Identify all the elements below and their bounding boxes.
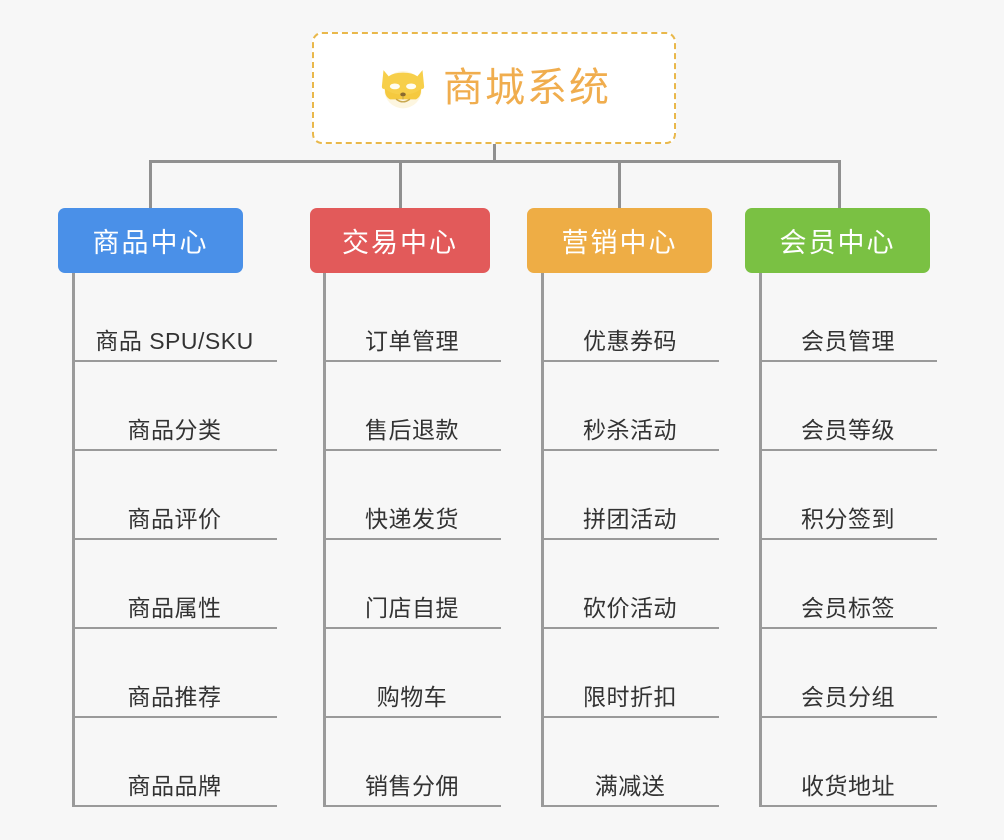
category-box-3[interactable]: 营销中心 [527, 208, 712, 273]
leaf-item-label: 商品属性 [127, 594, 222, 621]
leaf-item[interactable]: 快递发货 [323, 451, 501, 540]
root-title: 商城系统 [443, 66, 611, 110]
leaf-item[interactable]: 积分签到 [759, 451, 937, 540]
leaf-item-label: 收货地址 [801, 772, 895, 799]
category-label: 会员中心 [779, 228, 896, 258]
connector-horizontal-bus [149, 160, 841, 163]
leaf-item[interactable]: 购物车 [323, 629, 501, 718]
leaf-item-label: 积分签到 [801, 505, 895, 532]
leaf-item-label: 订单管理 [365, 327, 459, 354]
leaf-column-4: 会员管理会员等级积分签到会员标签会员分组收货地址 [759, 273, 937, 807]
root-node[interactable]: 商城系统 [312, 32, 676, 144]
leaf-item[interactable]: 售后退款 [323, 362, 501, 451]
leaf-item-label: 购物车 [376, 683, 448, 710]
category-box-4[interactable]: 会员中心 [745, 208, 930, 273]
category-box-2[interactable]: 交易中心 [310, 208, 490, 273]
leaf-item[interactable]: 会员管理 [759, 273, 937, 362]
leaf-item-label: 商品分类 [127, 416, 222, 443]
leaf-item-label: 商品评价 [127, 505, 222, 532]
leaf-item-label: 商品推荐 [127, 683, 222, 710]
leaf-item-label: 商品品牌 [127, 772, 222, 799]
leaf-item[interactable]: 商品评价 [72, 451, 277, 540]
leaf-column-3: 优惠券码秒杀活动拼团活动砍价活动限时折扣满减送 [541, 273, 719, 807]
leaf-item-label: 售后退款 [365, 416, 459, 443]
leaf-item-label: 满减送 [594, 772, 666, 799]
category-box-1[interactable]: 商品中心 [58, 208, 243, 273]
leaf-item-label: 优惠券码 [583, 327, 677, 354]
leaf-item[interactable]: 限时折扣 [541, 629, 719, 718]
leaf-item[interactable]: 销售分佣 [323, 718, 501, 807]
leaf-spine [323, 273, 326, 807]
leaf-item[interactable]: 会员标签 [759, 540, 937, 629]
leaf-item[interactable]: 商品属性 [72, 540, 277, 629]
leaf-column-1: 商品 SPU/SKU 商品分类商品评价商品属性商品推荐商品品牌 [72, 273, 277, 807]
leaf-spine [541, 273, 544, 807]
leaf-item-label: 限时折扣 [583, 683, 677, 710]
shiba-dog-face-icon [381, 70, 425, 109]
leaf-item-label: 快递发货 [365, 505, 459, 532]
leaf-item[interactable]: 会员分组 [759, 629, 937, 718]
leaf-item-label: 秒杀活动 [583, 416, 677, 443]
leaf-spine [759, 273, 762, 807]
leaf-item-label: 砍价活动 [583, 594, 677, 621]
leaf-item[interactable]: 订单管理 [323, 273, 501, 362]
leaf-item[interactable]: 会员等级 [759, 362, 937, 451]
leaf-item[interactable]: 商品 SPU/SKU [72, 273, 277, 362]
connector-drop-1 [149, 160, 152, 210]
leaf-item-label: 拼团活动 [583, 505, 677, 532]
leaf-item-label: 会员分组 [801, 683, 895, 710]
leaf-item-label: 会员等级 [801, 416, 895, 443]
leaf-item-label: 商品 SPU/SKU [95, 327, 254, 354]
connector-root-stub [493, 144, 496, 162]
category-label: 交易中心 [342, 228, 458, 258]
leaf-item-label: 销售分佣 [365, 772, 459, 799]
leaf-item[interactable]: 收货地址 [759, 718, 937, 807]
connector-drop-4 [838, 160, 841, 210]
leaf-item-label: 会员标签 [801, 594, 895, 621]
connector-drop-3 [618, 160, 621, 210]
category-label: 商品中心 [92, 228, 209, 258]
leaf-item[interactable]: 商品分类 [72, 362, 277, 451]
leaf-item[interactable]: 秒杀活动 [541, 362, 719, 451]
leaf-item[interactable]: 门店自提 [323, 540, 501, 629]
leaf-item[interactable]: 商品品牌 [72, 718, 277, 807]
leaf-item[interactable]: 满减送 [541, 718, 719, 807]
category-label: 营销中心 [561, 228, 678, 258]
leaf-item[interactable]: 拼团活动 [541, 451, 719, 540]
leaf-item[interactable]: 商品推荐 [72, 629, 277, 718]
leaf-item[interactable]: 砍价活动 [541, 540, 719, 629]
leaf-item-label: 门店自提 [365, 594, 459, 621]
leaf-item[interactable]: 优惠券码 [541, 273, 719, 362]
connector-drop-2 [399, 160, 402, 210]
leaf-spine [72, 273, 75, 807]
leaf-column-2: 订单管理售后退款快递发货门店自提购物车销售分佣 [323, 273, 501, 807]
leaf-item-label: 会员管理 [801, 327, 895, 354]
